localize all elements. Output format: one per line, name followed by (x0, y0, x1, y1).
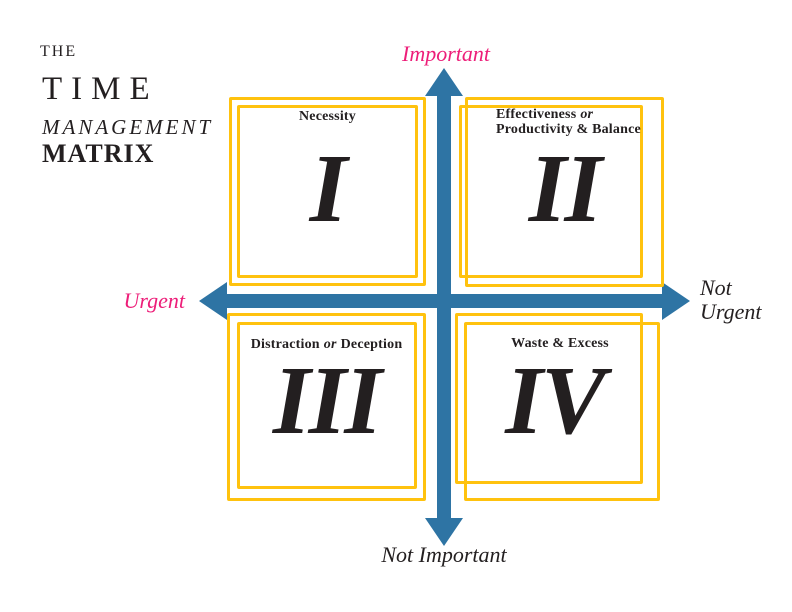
quadrant-3-label-part2: Deception (340, 337, 403, 352)
title-matrix: MATRIX (42, 139, 155, 168)
axis-label-not-urgent-line1: Not (700, 275, 732, 300)
quadrant-4-frame-inner (455, 313, 643, 484)
quadrant-2-label-or: or (580, 107, 594, 122)
quadrant-2-label-line2: Productivity & Balance (496, 122, 641, 137)
quadrant-1-frame-outer (229, 97, 426, 286)
axis-label-urgent: Urgent (123, 288, 185, 313)
axis-label-not-urgent: Not Urgent (700, 276, 790, 324)
quadrant-1-frame-inner (237, 105, 418, 278)
quadrant-3-numeral: III (272, 347, 382, 454)
quadrant-3-label-or: or (323, 337, 337, 352)
axis-label-important: Important (402, 41, 490, 66)
quadrant-2-frame-outer (465, 97, 664, 287)
title-management: MANAGEMENT (42, 115, 214, 139)
quadrant-3-frame-inner (237, 322, 417, 489)
quadrant-4-frame-outer (464, 322, 660, 501)
axis-label-not-urgent-line2: Urgent (700, 299, 762, 324)
axis-label-not-important: Not Important (381, 542, 507, 567)
quadrant-1-label: Necessity (298, 109, 356, 124)
quadrant-2-frame-inner (459, 105, 643, 278)
quadrant-2-numeral: II (528, 135, 603, 242)
title-the: THE (40, 43, 78, 60)
quadrant-2-label-part1: Effectiveness (496, 107, 577, 122)
quadrant-1-numeral: I (309, 135, 348, 242)
quadrant-4-numeral: IV (505, 347, 605, 454)
quadrant-3-label-part1: Distraction (250, 337, 320, 352)
quadrant-3-frame-outer (227, 313, 426, 501)
quadrant-4-label: Waste & Excess (511, 336, 609, 351)
title-time: TIME (42, 71, 159, 107)
